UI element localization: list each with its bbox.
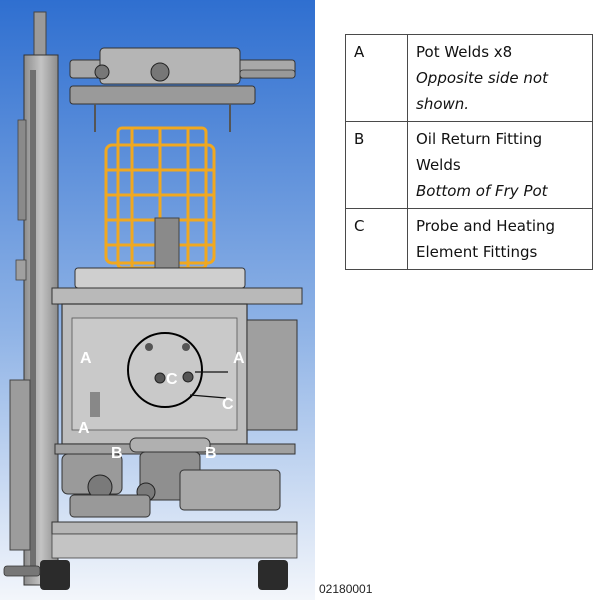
legend-description: Oil Return Fitting Welds Bottom of Fry P… <box>407 121 593 209</box>
legend-text: Probe and Heating <box>416 217 556 235</box>
callout-b-right: B <box>205 445 217 462</box>
legend-note: Opposite side not shown. <box>416 69 548 113</box>
legend-note: Bottom of Fry Pot <box>416 182 548 200</box>
figure-id: 02180001 <box>319 582 373 596</box>
legend-key: A <box>345 34 408 122</box>
legend-key: B <box>345 121 408 209</box>
casters <box>3 560 288 590</box>
legend-row-b: B Oil Return Fitting Welds Bottom of Fry… <box>345 121 593 209</box>
callout-c-center: C <box>166 371 178 388</box>
fryer-diagram: A A A B B C C <box>0 0 315 600</box>
legend-key: C <box>345 208 408 270</box>
basket-lift-mechanism <box>69 47 296 132</box>
legend-text: Oil Return Fitting Welds <box>416 130 543 174</box>
callout-b-left: B <box>111 445 123 462</box>
legend-description: Pot Welds x8 Opposite side not shown. <box>407 34 593 122</box>
legend-text: Pot Welds x8 <box>416 43 513 61</box>
callout-circle <box>127 332 203 408</box>
fry-pot <box>51 267 303 445</box>
lower-plumbing <box>51 437 298 559</box>
legend-row-a: A Pot Welds x8 Opposite side not shown. <box>345 34 593 122</box>
callout-a-left: A <box>80 350 92 367</box>
callout-c-right: C <box>222 396 234 413</box>
legend-row-c: C Probe and Heating Element Fittings <box>345 208 593 270</box>
callout-a-right: A <box>233 350 245 367</box>
legend-table: A Pot Welds x8 Opposite side not shown. … <box>345 34 593 270</box>
legend-text-2: Element Fittings <box>416 243 538 261</box>
legend-description: Probe and Heating Element Fittings <box>407 208 593 270</box>
callout-a-bottom: A <box>78 420 90 437</box>
